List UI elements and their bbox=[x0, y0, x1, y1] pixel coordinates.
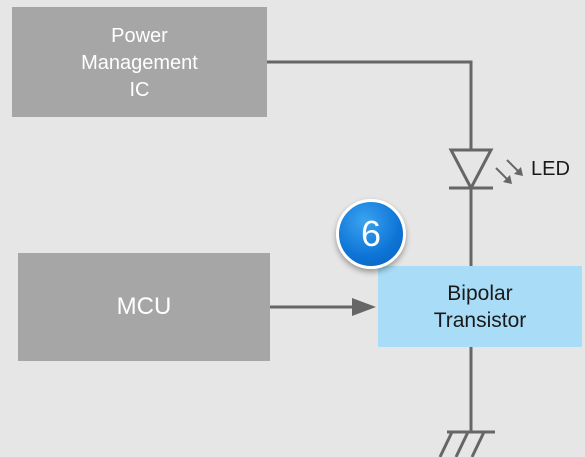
bipolar-transistor-block: Bipolar Transistor bbox=[378, 266, 582, 347]
mcu-to-transistor-arrow-icon bbox=[270, 298, 376, 316]
mcu-block: MCU bbox=[18, 253, 270, 361]
pmic-to-led-wire bbox=[267, 60, 473, 150]
power-management-ic-block: Power Management IC bbox=[12, 7, 267, 117]
led-label: LED bbox=[531, 158, 570, 180]
ground-icon bbox=[438, 430, 495, 457]
step-number-badge: 6 bbox=[336, 199, 406, 269]
led-icon bbox=[448, 148, 523, 192]
